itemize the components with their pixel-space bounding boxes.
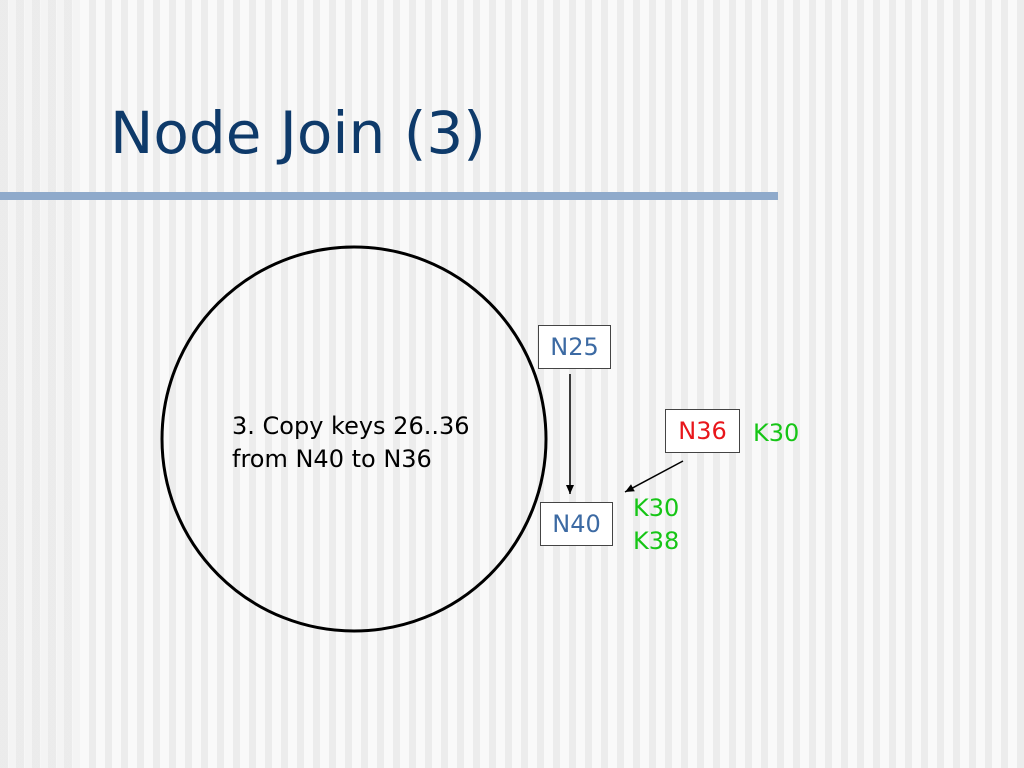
key-label: K30 [633, 494, 680, 522]
key-label: K38 [633, 527, 680, 555]
step-description: 3. Copy keys 26..36 from N40 to N36 [232, 410, 470, 476]
arrow-n36-to-n40 [624, 460, 684, 493]
keys-n40: K30 K38 [633, 492, 679, 558]
ring-circle [160, 245, 548, 633]
node-n25-box: N25 [538, 325, 611, 369]
slide-title: Node Join (3) [110, 99, 486, 167]
step-line-1: 3. Copy keys 26..36 [232, 412, 470, 440]
node-n36-box: N36 [665, 409, 740, 453]
title-underline [0, 192, 778, 200]
background-stripes [0, 0, 80, 768]
keys-n36: K30 [753, 417, 799, 450]
key-label: K30 [753, 419, 800, 447]
node-n40-box: N40 [540, 502, 613, 546]
step-line-2: from N40 to N36 [232, 445, 432, 473]
